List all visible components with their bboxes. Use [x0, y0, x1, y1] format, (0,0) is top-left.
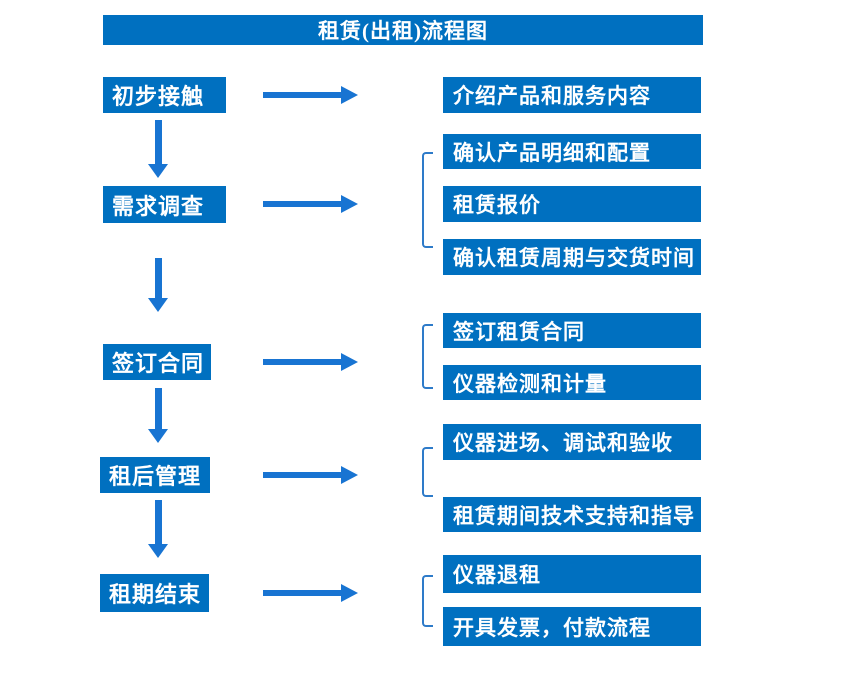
- arrow-shaft: [263, 359, 341, 365]
- arrow-head: [341, 466, 358, 484]
- detail-invoice-payment: 开具发票，付款流程: [443, 607, 701, 646]
- group-bracket-demand-survey: [422, 152, 433, 248]
- detail-sign-lease-contract: 签订租赁合同: [443, 313, 701, 348]
- arrow-shaft: [154, 500, 162, 544]
- step-initial-contact: 初步接触: [103, 77, 226, 113]
- detail-confirm-period-delivery: 确认租赁周期与交货时间: [443, 239, 701, 275]
- arrow-head: [148, 164, 168, 178]
- arrow-head: [341, 584, 358, 602]
- arrow-head: [148, 544, 168, 558]
- step-sign-contract: 签订合同: [103, 344, 211, 380]
- right-arrow-2: [263, 194, 359, 214]
- arrow-shaft: [154, 388, 162, 429]
- group-bracket-lease-end: [422, 575, 433, 627]
- detail-confirm-product-config: 确认产品明细和配置: [443, 134, 701, 169]
- diagram-title: 租赁(出租)流程图: [103, 15, 703, 45]
- arrow-head: [341, 195, 358, 213]
- arrow-shaft: [263, 472, 341, 478]
- right-arrow-1: [263, 85, 359, 105]
- arrow-shaft: [154, 258, 162, 298]
- down-arrow-4: [148, 500, 168, 558]
- detail-introduce-products: 介绍产品和服务内容: [443, 77, 701, 113]
- step-demand-survey: 需求调查: [103, 186, 226, 223]
- step-post-rental-management: 租后管理: [100, 457, 210, 493]
- detail-tech-support: 租赁期间技术支持和指导: [443, 497, 701, 532]
- detail-instrument-return: 仪器退租: [443, 555, 701, 593]
- arrow-head: [148, 298, 168, 312]
- down-arrow-2: [148, 258, 168, 312]
- arrow-shaft: [154, 120, 162, 164]
- right-arrow-4: [263, 465, 359, 485]
- right-arrow-3: [263, 352, 359, 372]
- arrow-head: [341, 86, 358, 104]
- arrow-head: [148, 429, 168, 443]
- detail-instrument-acceptance: 仪器进场、调试和验收: [443, 424, 701, 460]
- arrow-shaft: [263, 201, 341, 207]
- step-lease-end: 租期结束: [100, 574, 209, 612]
- arrow-shaft: [263, 590, 341, 596]
- down-arrow-3: [148, 388, 168, 443]
- detail-rental-quotation: 租赁报价: [443, 186, 701, 222]
- group-bracket-sign-contract: [422, 324, 433, 389]
- detail-instrument-testing: 仪器检测和计量: [443, 365, 701, 400]
- down-arrow-1: [148, 120, 168, 178]
- group-bracket-post-rental: [422, 447, 433, 497]
- arrow-head: [341, 353, 358, 371]
- arrow-shaft: [263, 92, 341, 98]
- right-arrow-5: [263, 583, 359, 603]
